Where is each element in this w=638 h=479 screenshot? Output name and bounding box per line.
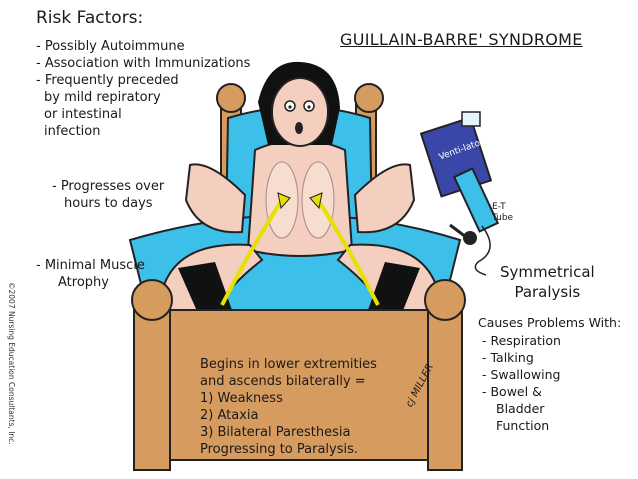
causes-item: - Swallowing xyxy=(482,367,561,382)
causes-item: Bladder xyxy=(496,401,545,416)
bed-post-right-knob xyxy=(354,83,384,113)
begins-line: 3) Bilateral Paresthesia xyxy=(200,425,351,440)
atrophy-line: Atrophy xyxy=(58,275,109,290)
oxygen-tank xyxy=(452,167,500,233)
et-tube-line: Tube xyxy=(492,213,514,223)
bed-post-front-right xyxy=(427,299,463,471)
progression-description: Begins in lower extremities and ascends … xyxy=(200,356,377,458)
risk-factors-heading: Risk Factors: xyxy=(36,8,144,28)
et-tube-line: E-T xyxy=(492,202,506,212)
atrophy-line: - Minimal Muscle xyxy=(36,258,145,273)
et-tube xyxy=(474,225,491,276)
progression-line: hours to days xyxy=(64,196,153,211)
mouth xyxy=(295,122,303,134)
ventilator-cap xyxy=(461,111,481,127)
progression-line: - Progresses over xyxy=(52,179,165,194)
copyright-notice: ©2007 Nursing Education Consultants, Inc… xyxy=(2,282,20,468)
causes-item: Function xyxy=(496,418,550,433)
bed-post-left-knob xyxy=(216,83,246,113)
bed-post-front-left-knob xyxy=(131,279,173,321)
begins-line: Begins in lower extremities xyxy=(200,357,377,372)
symmetrical-line: Paralysis xyxy=(514,283,581,301)
bed-post-front-right-knob xyxy=(424,279,466,321)
risk-item: infection xyxy=(44,124,101,139)
risk-item: by mild repiratory xyxy=(44,90,161,105)
atrophy-note: - Minimal Muscle Atrophy xyxy=(36,257,145,291)
foot-right xyxy=(368,262,420,318)
begins-line: Progressing to Paralysis. xyxy=(200,442,359,457)
symmetrical-line: Symmetrical xyxy=(500,263,595,281)
arrow-right-head xyxy=(309,192,323,210)
symmetrical-paralysis: Symmetrical Paralysis xyxy=(500,262,595,302)
bed-post-front-left xyxy=(133,299,171,471)
et-tube-label: E-T Tube xyxy=(492,202,513,224)
causes-heading: Causes Problems With: xyxy=(478,315,622,330)
arrow-right xyxy=(316,198,380,306)
progression-note: - Progresses over hours to days xyxy=(52,178,164,212)
arrow-left xyxy=(220,198,284,306)
copyright-text: ©2007 Nursing Education Consultants, Inc… xyxy=(7,282,16,445)
hand-right xyxy=(353,163,416,234)
arrow-left-head xyxy=(277,192,291,210)
causes-item: - Respiration xyxy=(482,333,561,348)
risk-item: - Association with Immunizations xyxy=(36,56,251,71)
risk-item: or intestinal xyxy=(44,107,122,122)
risk-item: - Possibly Autoimmune xyxy=(36,39,185,54)
begins-line: 1) Weakness xyxy=(200,391,283,406)
begins-line: and ascends bilaterally = xyxy=(200,374,366,389)
causes-item: - Talking xyxy=(482,350,534,365)
risk-item: - Frequently preceded xyxy=(36,73,179,88)
torso xyxy=(246,139,354,257)
risk-factors-list: - Possibly Autoimmune - Association with… xyxy=(36,38,250,140)
ventilator-wheel xyxy=(463,231,477,245)
causes-item: - Bowel & xyxy=(482,384,542,399)
footboard xyxy=(169,309,429,461)
begins-line: 2) Ataxia xyxy=(200,408,259,423)
foot-left xyxy=(178,262,232,318)
hand-left xyxy=(184,163,247,234)
causes-list: - Respiration - Talking - Swallowing - B… xyxy=(482,332,561,434)
page-title: GUILLAIN-BARRE' SYNDROME xyxy=(340,30,583,49)
face xyxy=(271,77,329,147)
